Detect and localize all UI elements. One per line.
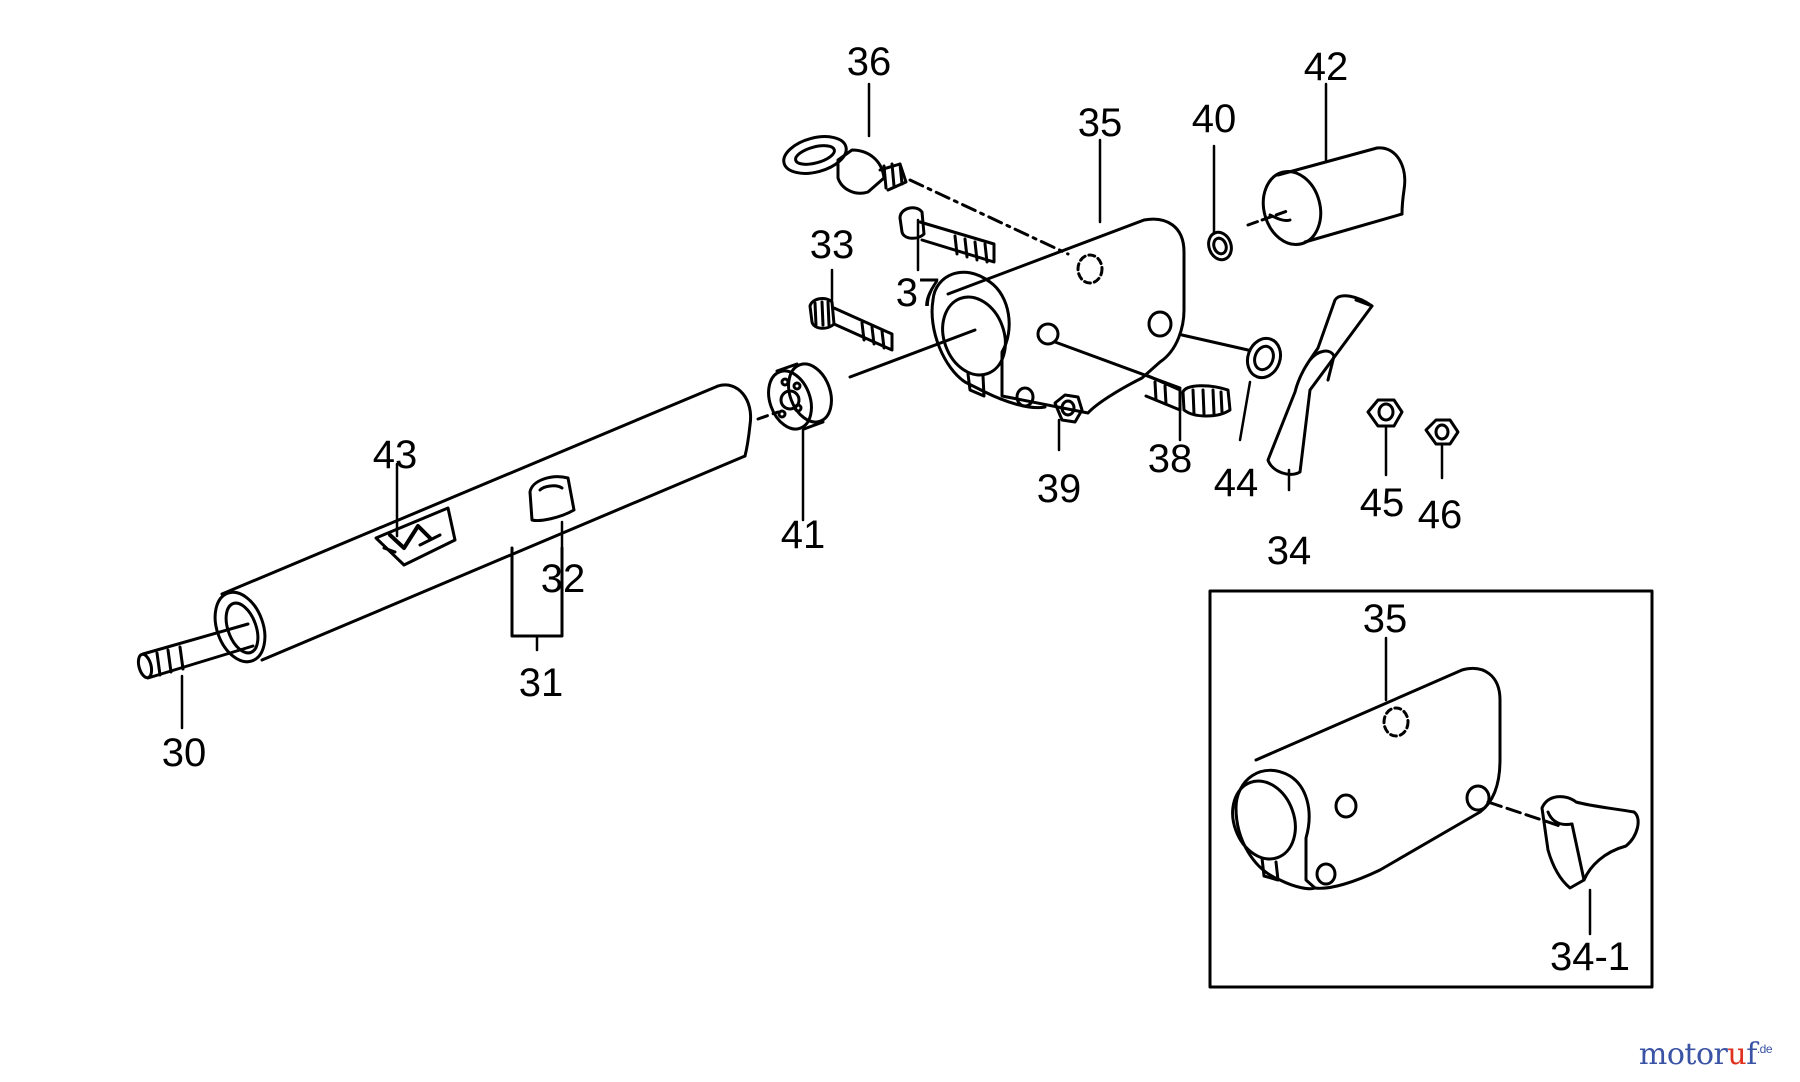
leader-lines bbox=[180, 82, 1444, 730]
part-34-wing-lever bbox=[1266, 294, 1374, 476]
inset-leader-lines bbox=[1384, 636, 1592, 936]
part-45-nut bbox=[1366, 398, 1404, 428]
centerline-42 bbox=[1246, 208, 1292, 227]
part-30-drive-shaft bbox=[136, 622, 255, 680]
label-43: 43 bbox=[373, 433, 418, 477]
label-35: 35 bbox=[1078, 101, 1123, 145]
watermark-logo: motoruf.de bbox=[1638, 1037, 1773, 1072]
label-34: 34 bbox=[1267, 529, 1312, 573]
part-35-housing bbox=[930, 217, 1186, 415]
label-32: 32 bbox=[541, 557, 586, 601]
label-33: 33 bbox=[810, 223, 855, 267]
label-41: 41 bbox=[781, 513, 826, 557]
label-40: 40 bbox=[1192, 97, 1237, 141]
part-32-clamp-lug bbox=[528, 475, 576, 522]
centerline-41 bbox=[756, 410, 780, 421]
label-46: 46 bbox=[1418, 493, 1463, 537]
part-41-bearing bbox=[767, 362, 833, 431]
part-40-washer bbox=[1207, 230, 1233, 262]
part-31-outer-tube bbox=[213, 383, 753, 664]
label-44: 44 bbox=[1214, 461, 1259, 505]
part-37-cap-screw bbox=[898, 206, 996, 264]
part-labels: 36 42 40 35 33 37 38 39 44 34 45 46 41 4… bbox=[162, 40, 1630, 979]
centerline-44 bbox=[1180, 333, 1250, 352]
part-39-nut bbox=[1053, 393, 1084, 424]
part-43-label bbox=[374, 506, 457, 567]
label-38: 38 bbox=[1148, 437, 1193, 481]
centerline-41-housing bbox=[848, 328, 977, 379]
centerline-36 bbox=[908, 178, 1070, 256]
inset-centerline bbox=[1486, 800, 1562, 828]
label-37: 37 bbox=[896, 271, 941, 315]
part-46-nut bbox=[1424, 418, 1460, 446]
inset-part-34-1-knob bbox=[1540, 795, 1640, 890]
label-30: 30 bbox=[162, 731, 207, 775]
centerline-38 bbox=[1053, 340, 1182, 390]
part-36-eye-bolt bbox=[782, 135, 908, 195]
part-44-washer bbox=[1245, 336, 1283, 380]
inset-part-35-housing bbox=[1231, 667, 1502, 891]
label-36: 36 bbox=[847, 40, 892, 84]
label-39: 39 bbox=[1037, 467, 1082, 511]
part-33-screw bbox=[808, 297, 894, 352]
inset-label-34-1: 34-1 bbox=[1550, 935, 1630, 979]
part-42-cap bbox=[1261, 146, 1407, 246]
inset-label-35: 35 bbox=[1363, 597, 1408, 641]
label-42: 42 bbox=[1304, 45, 1349, 89]
label-45: 45 bbox=[1360, 481, 1405, 525]
inset-frame bbox=[1208, 589, 1654, 989]
label-31: 31 bbox=[519, 661, 564, 705]
